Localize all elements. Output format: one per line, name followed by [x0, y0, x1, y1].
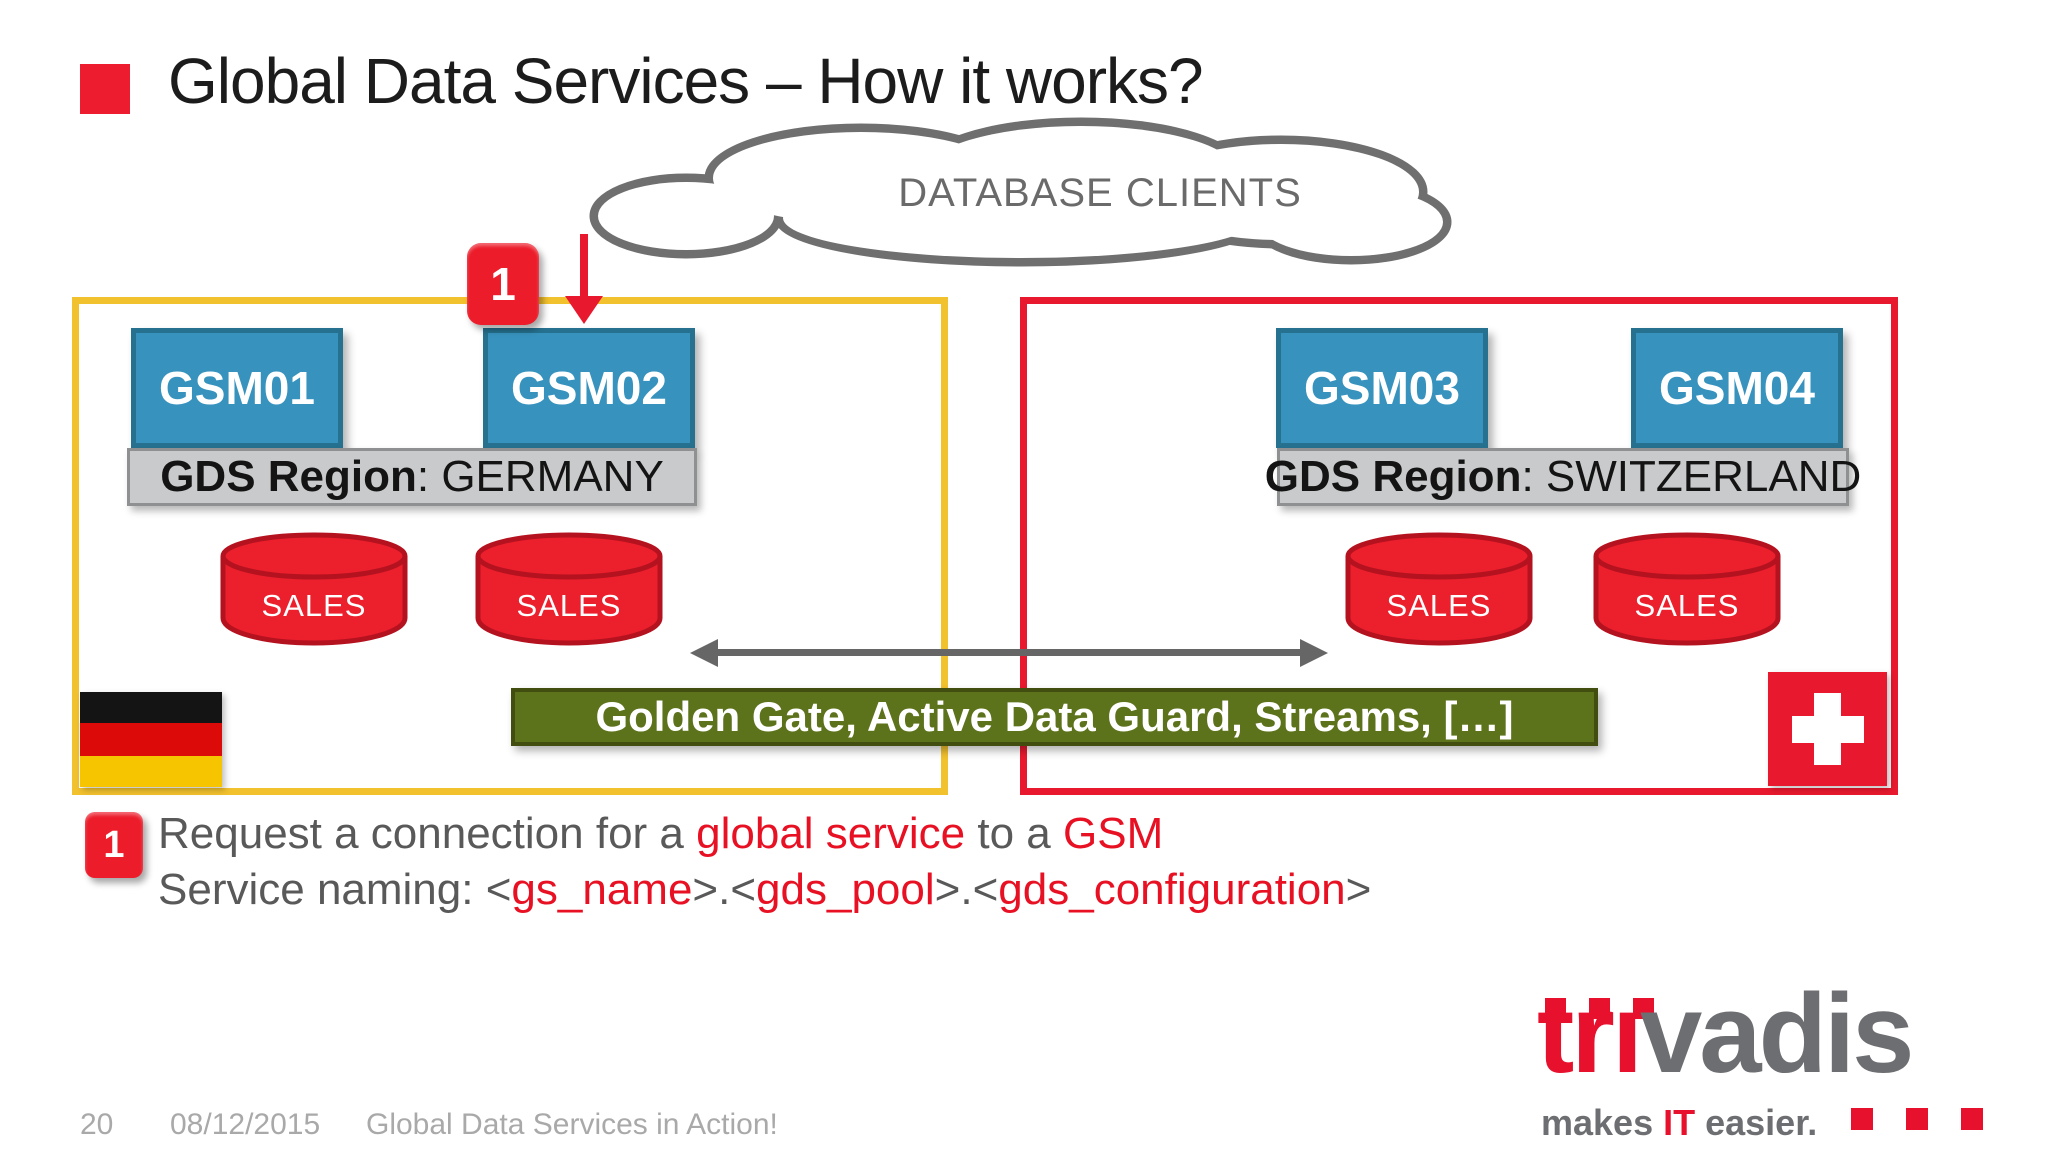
logo-wordmark: trıvadis	[1537, 978, 1914, 1090]
cloud-outline-icon	[589, 117, 1452, 267]
region-label-switzerland: GDS Region: SWITZERLAND	[1265, 448, 1861, 506]
database-cylinder-icon	[475, 532, 663, 646]
trivadis-logo: trıvadis makes IT easier.	[1537, 978, 1987, 1150]
bidirectional-arrow-left-head-icon	[690, 639, 718, 667]
database-name: SALES	[1634, 588, 1740, 623]
gsm03-node: GSM03	[1276, 328, 1488, 448]
database-cylinder-icon	[1345, 532, 1533, 646]
step-1-badge: 1	[467, 243, 539, 325]
logo-dot-icon	[1589, 998, 1610, 1019]
region-label-rest: : SWITZERLAND	[1521, 452, 1862, 501]
note-line-1: Request a connection for a global servic…	[158, 806, 1371, 862]
cloud-label: DATABASE CLIENTS	[898, 170, 1302, 215]
region-switzerland-box: GSM03 GSM04 GDS Region: SWITZERLAND SALE…	[1020, 297, 1898, 795]
database-cylinder-icon	[1593, 532, 1781, 646]
region-label-germany: GDS Region: GERMANY	[127, 448, 697, 506]
client-request-arrow-icon	[580, 234, 588, 298]
note-text-highlight: gds_pool	[756, 865, 935, 914]
client-request-arrowhead-icon	[565, 296, 603, 324]
note-line-2: Service naming: <gs_name>.<gds_pool>.<gd…	[158, 862, 1371, 918]
bidirectional-arrow-right-head-icon	[1300, 639, 1328, 667]
sales-database-cylinder: SALES	[1340, 530, 1538, 648]
gsm02-node: GSM02	[483, 328, 695, 448]
database-clients-cloud: DATABASE CLIENTS	[556, 116, 1464, 270]
note-text: >.<	[934, 865, 999, 914]
sales-database-cylinder: SALES	[470, 530, 668, 648]
switzerland-flag-icon	[1768, 672, 1887, 786]
note-text: Request a connection for a	[158, 809, 697, 858]
region-label-rest: : GERMANY	[416, 452, 664, 501]
bidirectional-arrow-icon	[716, 649, 1302, 656]
sales-database-cylinder: SALES	[215, 530, 413, 648]
logo-brand-gray: vadis	[1640, 971, 1914, 1096]
notes-text: Request a connection for a global servic…	[158, 806, 1371, 918]
tagline-text: makes	[1541, 1102, 1664, 1143]
logo-square-icon	[1851, 1108, 1873, 1130]
note-text: Service naming: <	[158, 865, 512, 914]
database-name: SALES	[516, 588, 622, 623]
replication-bar: Golden Gate, Active Data Guard, Streams,…	[511, 688, 1598, 746]
database-cylinder-icon	[220, 532, 408, 646]
region-label-strong: GDS Region	[160, 452, 417, 501]
note-text-highlight: gs_name	[511, 865, 693, 914]
database-name: SALES	[1386, 588, 1492, 623]
note-text-highlight: GSM	[1063, 809, 1164, 858]
note-text: >.<	[692, 865, 757, 914]
logo-square-icon	[1961, 1108, 1983, 1130]
tagline-accent: IT	[1663, 1102, 1696, 1143]
logo-square-icon	[1906, 1108, 1928, 1130]
note-text-highlight: gds_configuration	[998, 865, 1346, 914]
footer-date: 08/12/2015	[170, 1108, 321, 1141]
note-step-1-badge: 1	[85, 812, 143, 878]
logo-dot-icon	[1545, 998, 1566, 1019]
footer-subtitle: Global Data Services in Action!	[366, 1108, 778, 1141]
sales-database-cylinder: SALES	[1588, 530, 1786, 648]
page-number: 20	[80, 1108, 114, 1141]
tagline-text: easier.	[1695, 1102, 1818, 1143]
note-text-highlight: global service	[696, 809, 966, 858]
slide-title: Global Data Services – How it works?	[168, 45, 1204, 117]
title-bullet-icon	[80, 64, 130, 114]
note-text: >	[1345, 865, 1372, 914]
germany-flag-icon	[80, 692, 222, 787]
database-name: SALES	[261, 588, 367, 623]
logo-tagline: makes IT easier.	[1541, 1102, 1817, 1144]
logo-brand-red: trı	[1537, 971, 1643, 1096]
logo-dot-icon	[1633, 998, 1654, 1019]
gsm04-node: GSM04	[1631, 328, 1843, 448]
note-text: to a	[965, 809, 1063, 858]
gsm01-node: GSM01	[131, 328, 343, 448]
region-label-strong: GDS Region	[1264, 452, 1522, 501]
